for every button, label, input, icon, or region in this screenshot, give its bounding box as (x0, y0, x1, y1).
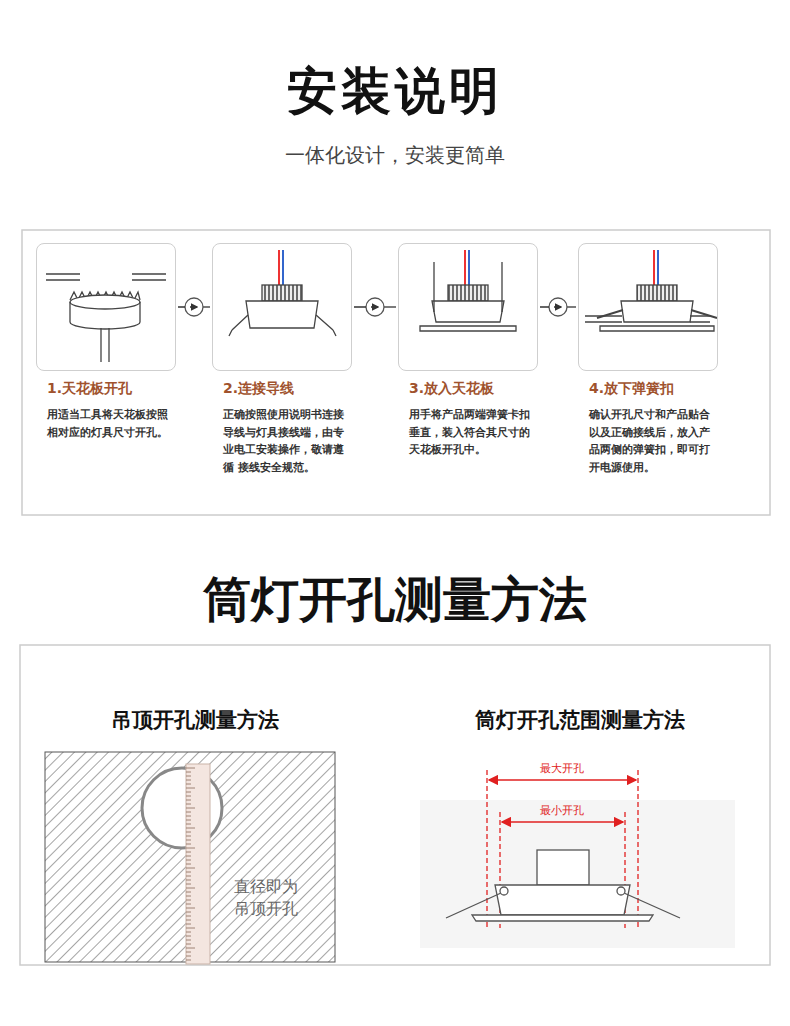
panel-heading: 吊顶开孔测量方法 (60, 706, 330, 734)
step-title: 2.连接导线 (223, 380, 358, 398)
step-panel: 1.天花板开孔用适当工具将天花板按照相对应的灯具尺寸开孔。 (36, 243, 176, 371)
step-arrow (540, 298, 576, 316)
panel-heading: 筒灯开孔范围测量方法 (420, 706, 740, 734)
step-panel: 3.放入天花板用手将产品两端弹簧卡扣垂直，装入符合其尺寸的天花板开孔中。 (398, 243, 538, 371)
step-description: 用适当工具将天花板按照相对应的灯具尺寸开孔。 (47, 406, 175, 441)
step-description: 用手将产品两端弹簧卡扣垂直，装入符合其尺寸的天花板开孔中。 (409, 406, 537, 459)
dimension-label: 最小开孔 (527, 803, 597, 818)
step-arrow (178, 298, 210, 316)
step-arrow (354, 298, 396, 316)
step-description: 正确按照使用说明书连接导线与灯具接线端，由专业电工安装操作，敬请遵循 接线安全规… (223, 406, 351, 476)
section-title: 筒灯开孔测量方法 (0, 568, 790, 632)
page-title: 安装说明 (0, 58, 790, 125)
subtitle: 一体化设计，安装更简单 (0, 142, 790, 169)
step-panel: 4.放下弹簧扣确认开孔尺寸和产品贴合以及正确接线后，放入产品两侧的弹簧扣，即可打… (578, 243, 718, 371)
dimension-label: 最大开孔 (527, 761, 597, 776)
step-panel: 2.连接导线正确按照使用说明书连接导线与灯具接线端，由专业电工安装操作，敬请遵循… (212, 243, 352, 371)
step-title: 3.放入天花板 (409, 380, 544, 398)
step-title: 4.放下弹簧扣 (589, 380, 724, 398)
step-description: 确认开孔尺寸和产品贴合以及正确接线后，放入产品两侧的弹簧扣，即可打开电源使用。 (589, 406, 717, 476)
note-text: 直径即为吊顶开孔 (234, 876, 301, 921)
step-title: 1.天花板开孔 (47, 380, 182, 398)
